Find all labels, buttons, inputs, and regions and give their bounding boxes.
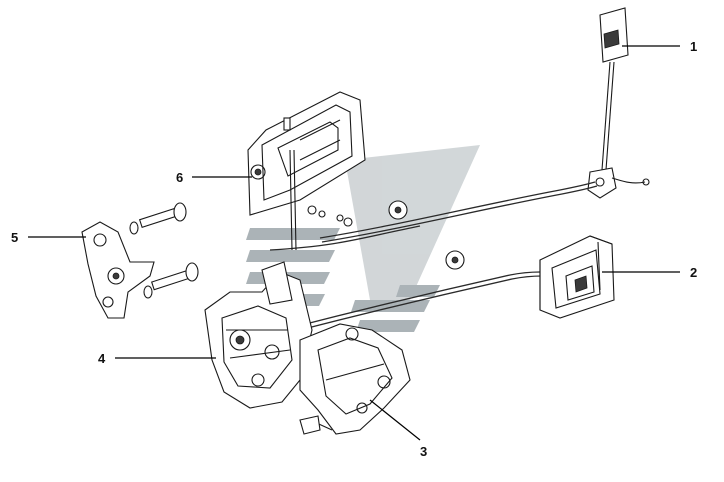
striker-bolt-lower [143,262,199,299]
clips-and-nuts [307,200,465,270]
callout-5: 5 [11,230,18,245]
part-1-lock-knob-rod [587,7,650,199]
striker-bolt-upper [129,202,187,235]
part-5-striker [81,202,199,319]
callout-3: 3 [420,444,427,459]
callout-1: 1 [690,39,697,54]
cables [269,181,598,333]
part-4-door-latch [204,261,313,409]
part-2-inner-handle-housing [539,235,615,319]
part-6-outside-handle [247,91,366,251]
callout-labels: 1 2 3 4 5 6 [11,39,697,459]
callout-2: 2 [690,265,697,280]
part-3-lock-lever [299,323,411,435]
leader-lines [28,45,680,441]
callout-6: 6 [176,170,183,185]
callout-4: 4 [98,351,106,366]
